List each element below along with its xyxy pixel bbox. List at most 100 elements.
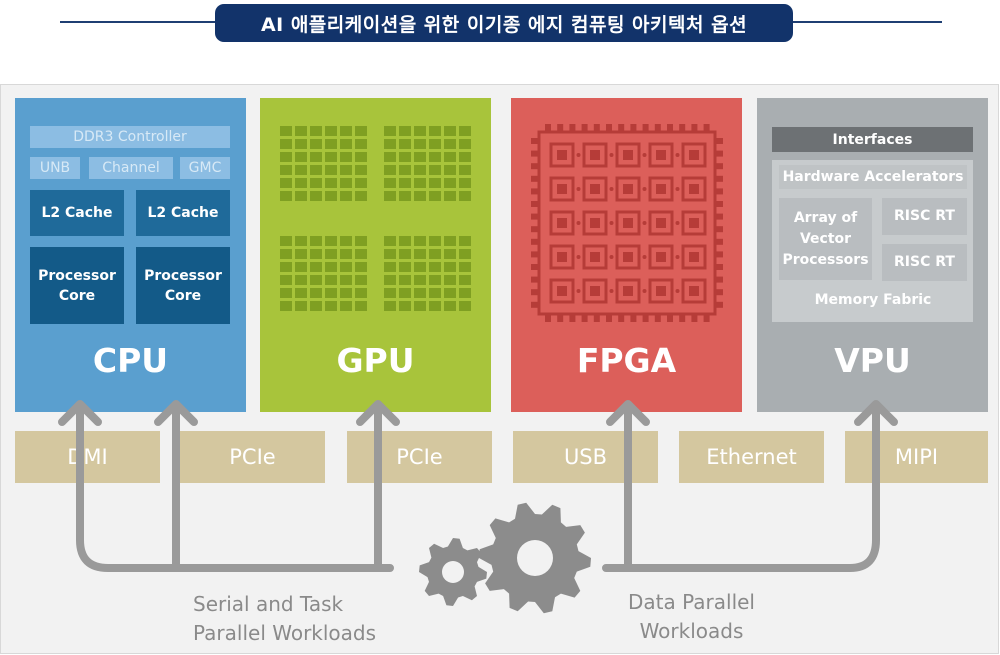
gpu-core-cell: [295, 178, 307, 188]
fpga-interconnect: [675, 187, 680, 191]
gpu-core-cell: [384, 262, 396, 272]
gpu-core-cell: [295, 249, 307, 259]
gpu-core-cell: [444, 275, 456, 285]
vpu-label: VPU: [834, 341, 911, 380]
gpu-core-cell: [444, 236, 456, 246]
gpu-core-cell: [280, 139, 292, 149]
gpu-core-cell: [429, 301, 441, 311]
gpu-core-cell: [444, 126, 456, 136]
gpu-core-cell: [310, 191, 322, 201]
l2-cache-left: L2 Cache: [30, 190, 124, 236]
gpu-core-cell: [355, 275, 367, 285]
fpga-interconnect: [675, 255, 680, 259]
serial-workloads-line: Parallel Workloads: [193, 621, 377, 645]
gpu-core-cell: [310, 152, 322, 162]
fpga-pin: [545, 314, 551, 322]
processor-core-label: Core: [164, 287, 202, 304]
gpu-core-cell: [355, 139, 367, 149]
gpu-core-cell: [414, 301, 426, 311]
gpu-core-cell: [444, 178, 456, 188]
gpu-core-cell: [280, 191, 292, 201]
fpga-logic-block: [615, 278, 641, 304]
gpu-core-cell: [280, 236, 292, 246]
fpga-logic-core: [656, 218, 666, 228]
fpga-logic-core: [689, 150, 699, 160]
gpu-core-cell: [384, 288, 396, 298]
fpga-logic-block: [549, 278, 575, 304]
gpu-core-cell: [295, 236, 307, 246]
gpu-core-cell: [340, 288, 352, 298]
gpu-core-cell: [355, 178, 367, 188]
gpu-core-cell: [444, 152, 456, 162]
gpu-core-cell: [295, 165, 307, 175]
gpu-core-cell: [325, 288, 337, 298]
fpga-logic-core: [656, 184, 666, 194]
gpu-core-cell: [459, 191, 471, 201]
data-parallel-line: Data Parallel: [628, 590, 755, 614]
fpga-interconnect: [675, 289, 680, 293]
gpu-core-cell: [310, 301, 322, 311]
gpu-core-cell: [459, 178, 471, 188]
gpu-core-cell: [429, 126, 441, 136]
gpu-core-cell: [355, 249, 367, 259]
gpu-core-cell: [295, 191, 307, 201]
gpu-core-cell: [429, 275, 441, 285]
fpga-logic-block: [615, 210, 641, 236]
fpga-pin: [715, 226, 723, 233]
cpu-panel: DDR3 Controller UNB Channel GMC L2 Cache…: [15, 98, 246, 412]
fpga-pin: [531, 289, 539, 296]
fpga-interconnect: [576, 153, 581, 157]
gear-icon-large-hole: [517, 540, 553, 576]
gpu-core-cell: [444, 301, 456, 311]
gpu-core-cell: [429, 288, 441, 298]
vector-array-label: Processors: [782, 251, 869, 268]
l2-cache-right: L2 Cache: [136, 190, 230, 236]
fpga-pin: [715, 150, 723, 157]
gpu-core-cell: [399, 249, 411, 259]
vector-array-label: Vector: [799, 230, 852, 247]
gpu-core-cell: [414, 275, 426, 285]
gpu-core-cell: [459, 236, 471, 246]
gpu-core-cell: [310, 262, 322, 272]
hardware-accelerators-bar: Hardware Accelerators: [779, 165, 967, 189]
fpga-pin: [642, 124, 649, 132]
fpga-logic-block: [549, 176, 575, 202]
fpga-logic-core: [590, 184, 600, 194]
fpga-pin: [679, 314, 686, 322]
serial-workloads-label: Serial and Task Parallel Workloads: [193, 590, 376, 648]
interface-pcie-gpu: PCIe: [347, 431, 492, 483]
fpga-pin: [531, 150, 539, 157]
fpga-interconnect: [576, 187, 581, 191]
gpu-core-cell: [414, 152, 426, 162]
fpga-interconnect: [675, 221, 680, 225]
gpu-core-cell: [384, 275, 396, 285]
gpu-core-cell: [355, 165, 367, 175]
page-title: AI 애플리케이션을 위한 이기종 에지 컴퓨팅 아키텍처 옵션: [215, 4, 793, 42]
gpu-core-cell: [340, 152, 352, 162]
gpu-core-cell: [295, 152, 307, 162]
gpu-core-cell: [459, 262, 471, 272]
gpu-core-cell: [280, 126, 292, 136]
fpga-pin: [531, 238, 539, 245]
gpu-core-cell: [444, 139, 456, 149]
interface-dmi: DMI: [15, 431, 160, 483]
fpga-logic-core: [590, 218, 600, 228]
fpga-interconnect: [609, 221, 614, 225]
fpga-logic-core: [656, 150, 666, 160]
gpu-core-cell: [414, 126, 426, 136]
fpga-pin: [715, 138, 723, 144]
processor-core-right: Processor Core: [136, 247, 230, 324]
gpu-core-cell: [325, 249, 337, 259]
fpga-logic-core: [656, 286, 666, 296]
fpga-pin: [531, 201, 539, 207]
gpu-core-cell: [280, 301, 292, 311]
fpga-pin: [545, 124, 551, 132]
fpga-logic-block: [681, 176, 707, 202]
fpga-logic-block: [648, 244, 674, 270]
fpga-pin: [531, 276, 539, 283]
fpga-pin: [715, 289, 723, 296]
fpga-logic-core: [689, 218, 699, 228]
gpu-core-cell: [414, 191, 426, 201]
fpga-interconnect: [576, 221, 581, 225]
